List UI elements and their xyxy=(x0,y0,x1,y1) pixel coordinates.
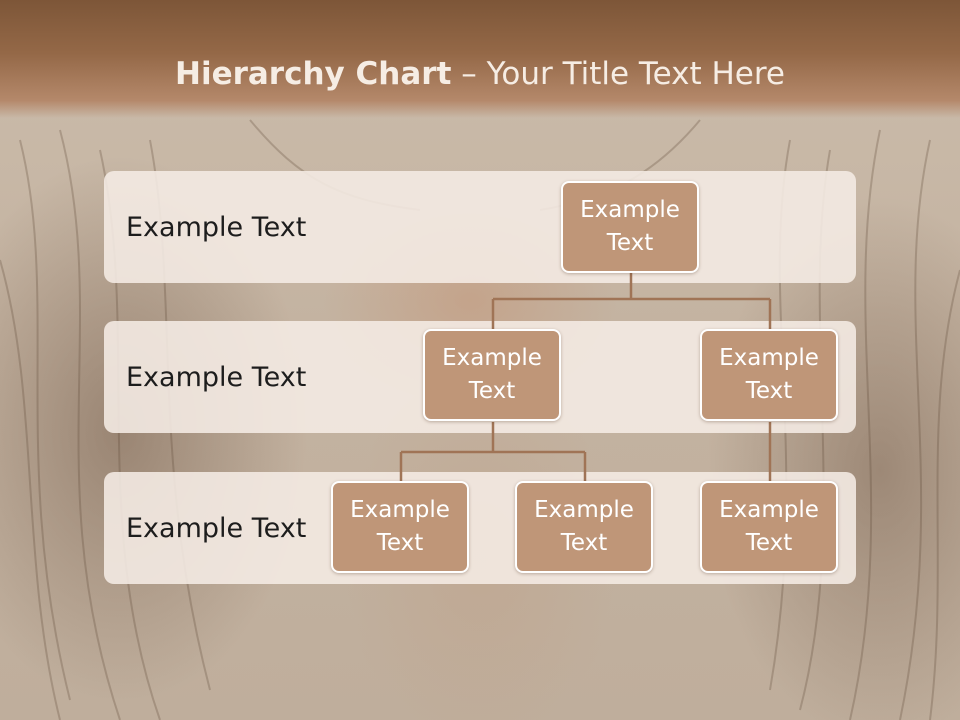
level-label-1: Example Text xyxy=(126,211,307,243)
node-level2-right-label: Example Text xyxy=(719,345,819,404)
node-level3-3[interactable]: Example Text xyxy=(700,481,838,573)
node-root[interactable]: Example Text xyxy=(561,181,699,273)
node-level3-2-label: Example Text xyxy=(534,497,634,556)
node-root-label: Example Text xyxy=(580,197,680,256)
connector-root xyxy=(491,273,772,329)
level-label-2: Example Text xyxy=(126,361,307,393)
node-level3-1-label: Example Text xyxy=(350,497,450,556)
connector-left xyxy=(399,422,587,481)
level-label-3: Example Text xyxy=(126,512,307,544)
title-bar xyxy=(0,0,960,118)
node-level2-right[interactable]: Example Text xyxy=(700,329,838,421)
node-level2-left-label: Example Text xyxy=(442,345,542,404)
slide-title: Hierarchy Chart – Your Title Text Here xyxy=(0,52,960,96)
node-level3-2[interactable]: Example Text xyxy=(515,481,653,573)
title-bold: Hierarchy Chart xyxy=(175,56,452,92)
node-level2-left[interactable]: Example Text xyxy=(423,329,561,421)
node-level3-1[interactable]: Example Text xyxy=(331,481,469,573)
node-level3-3-label: Example Text xyxy=(719,497,819,556)
title-rest: – Your Title Text Here xyxy=(451,56,785,92)
level-band-1 xyxy=(104,171,856,283)
